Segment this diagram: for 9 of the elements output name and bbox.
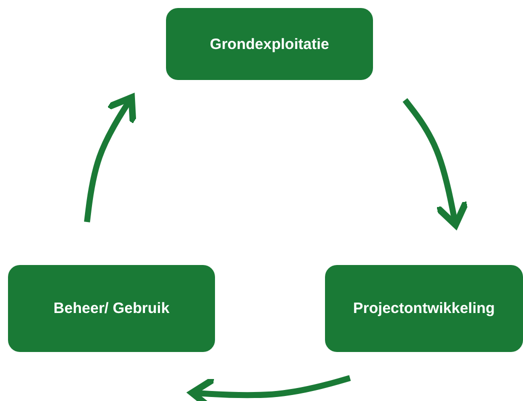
box-label: Beheer/ Gebruik bbox=[54, 300, 170, 317]
box-label: Grondexploitatie bbox=[210, 36, 330, 52]
curved-arrow bbox=[188, 375, 351, 401]
process-box bbox=[8, 265, 215, 352]
curved-arrow bbox=[84, 94, 136, 222]
process-box bbox=[166, 8, 373, 80]
box-label: Projectontwikkeling bbox=[353, 300, 495, 317]
process-box bbox=[325, 265, 523, 352]
curved-arrow bbox=[402, 98, 470, 228]
